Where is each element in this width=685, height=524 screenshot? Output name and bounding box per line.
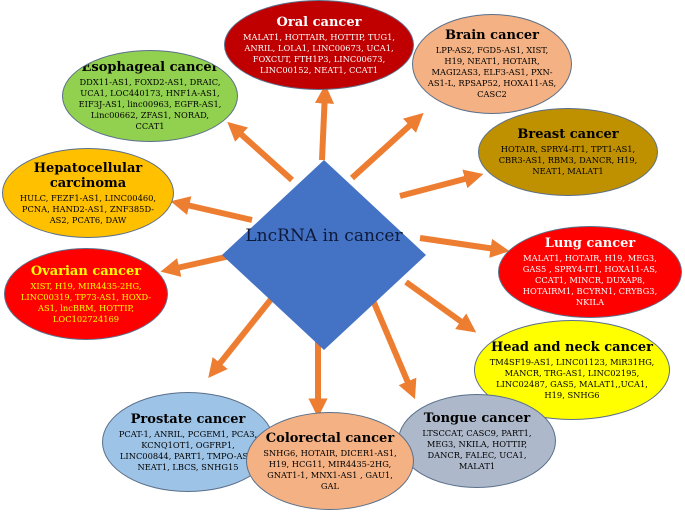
brain-cancer-title: Brain cancer bbox=[444, 28, 539, 43]
oral-cancer-node: Oral cancer MALAT1, HOTTAIR, HOTTIP, TUG… bbox=[224, 0, 414, 90]
brain-cancer-genes: LPP-AS2, FGD5-AS1, XIST, H19, NEAT1, HOT… bbox=[427, 45, 557, 99]
oral-cancer-genes: MALAT1, HOTTAIR, HOTTIP, TUG1, ANRIL, LO… bbox=[242, 31, 395, 75]
ovarian-cancer-node: Ovarian cancer XIST, H19, MIR4435-2HG, L… bbox=[4, 248, 168, 340]
prostate-cancer-title: Prostate cancer bbox=[130, 411, 246, 427]
oral-cancer-title: Oral cancer bbox=[276, 14, 362, 30]
head-neck-cancer-genes: TM4SF19-AS1, LINC01123, MiR31HG, MANCR, … bbox=[489, 356, 655, 400]
esophageal-cancer-title: Esophageal cancer bbox=[81, 60, 219, 75]
head-neck-cancer-title: Head and neck cancer bbox=[490, 339, 654, 355]
breast-cancer-node: Breast cancer HOTAIR, SPRY4-IT1, TPT1-AS… bbox=[478, 108, 658, 196]
hepatocellular-carcinoma-genes: HULC, FEZF1-AS1, LINC00460, PCNA, HAND2-… bbox=[19, 192, 157, 225]
ovarian-cancer-title: Ovarian cancer bbox=[30, 263, 142, 279]
prostate-cancer-node: Prostate cancer PCAT-1, ANRIL, PCGEM1, P… bbox=[102, 392, 274, 492]
colorectal-cancer-title: Colorectal cancer bbox=[265, 430, 395, 446]
arrow-hepatocellular bbox=[170, 196, 253, 223]
center-diamond bbox=[222, 160, 426, 350]
ovarian-cancer-genes: XIST, H19, MIR4435-2HG, LINC00319, TP73-… bbox=[20, 280, 152, 324]
arrow-esophageal bbox=[227, 121, 295, 183]
tongue-cancer-genes: LTSCCAT, CASC9, PART1, MEG3, NKILA, HOTT… bbox=[422, 427, 532, 471]
colorectal-cancer-genes: SNHG6, HOTAIR, DICER1-AS1, H19, HCG11, M… bbox=[263, 447, 397, 491]
breast-cancer-genes: HOTAIR, SPRY4-IT1, TPT1-AS1, CBR3-AS1, R… bbox=[498, 144, 638, 176]
tongue-cancer-title: Tongue cancer bbox=[423, 410, 531, 426]
colorectal-cancer-node: Colorectal cancer SNHG6, HOTAIR, DICER1-… bbox=[246, 412, 414, 510]
tongue-cancer-node: Tongue cancer LTSCCAT, CASC9, PART1, MEG… bbox=[398, 394, 556, 488]
arrow-head-neck bbox=[404, 279, 477, 333]
esophageal-cancer-node: Esophageal cancer DDX11-AS1, FOXD2-AS1, … bbox=[62, 50, 238, 142]
arrow-prostate bbox=[208, 296, 275, 379]
arrow-oral bbox=[314, 84, 335, 161]
lung-cancer-node: Lung cancer MALAT1, HOTAIR, H19, MEG3, G… bbox=[498, 226, 682, 318]
esophageal-cancer-genes: DDX11-AS1, FOXD2-AS1, DRAIC, UCA1, LOC44… bbox=[78, 77, 222, 131]
center-diamond-shape bbox=[222, 160, 426, 350]
hepatocellular-carcinoma-node: Hepatocellular carcinoma HULC, FEZF1-AS1… bbox=[2, 148, 174, 238]
brain-cancer-node: Brain cancer LPP-AS2, FGD5-AS1, XIST, H1… bbox=[412, 14, 572, 114]
arrow-lung bbox=[419, 235, 510, 258]
arrow-brain bbox=[349, 112, 424, 181]
center-label: LncRNA in cancer bbox=[245, 226, 403, 246]
breast-cancer-title: Breast cancer bbox=[517, 127, 619, 142]
prostate-cancer-genes: PCAT-1, ANRIL, PCGEM1, PCA3, KCNQ1OT1, O… bbox=[118, 428, 258, 472]
arrow-breast bbox=[399, 169, 484, 199]
lung-cancer-genes: MALAT1, HOTAIR, H19, MEG3, GAS5 , SPRY4-… bbox=[522, 253, 658, 307]
hepatocellular-carcinoma-title: Hepatocellular carcinoma bbox=[33, 160, 143, 191]
lung-cancer-title: Lung cancer bbox=[544, 236, 636, 251]
arrow-tongue bbox=[369, 296, 417, 400]
